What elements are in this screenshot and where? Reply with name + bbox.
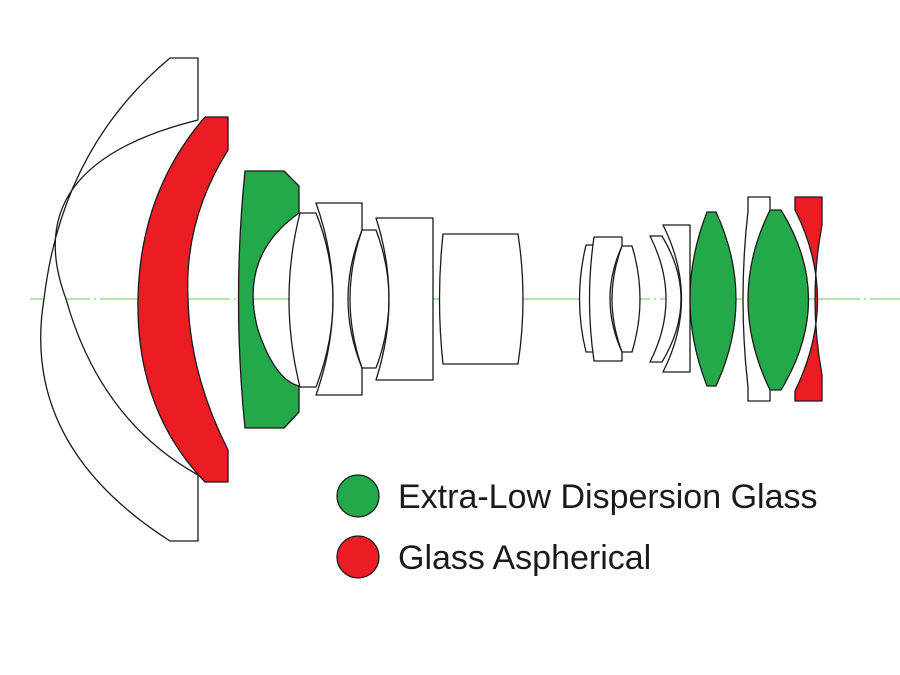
lens-element-4 <box>288 212 334 388</box>
lens-element-12 <box>649 235 682 363</box>
lens-element-17-aspherical <box>794 196 823 402</box>
lens-element-6 <box>349 229 390 369</box>
lens-element-8 <box>438 233 524 365</box>
lens-element-13 <box>662 224 691 373</box>
lens-element-10 <box>588 236 623 362</box>
legend-asph-swatch <box>336 535 380 579</box>
lens-element-11 <box>611 245 641 353</box>
lens-element-7 <box>375 217 434 381</box>
lens-element-14-ed <box>689 211 737 387</box>
lens-element-5 <box>315 202 363 396</box>
lens-element-2-aspherical <box>137 116 229 483</box>
legend-asph-label: Glass Aspherical <box>398 539 651 577</box>
legend-ed-swatch <box>336 474 380 518</box>
lens-element-3-ed <box>237 170 300 429</box>
legend-ed-label: Extra-Low Dispersion Glass <box>398 478 817 516</box>
lens-element-16-ed <box>747 209 810 391</box>
lens-element-1 <box>40 57 199 542</box>
legend: Extra-Low Dispersion Glass Glass Aspheri… <box>336 474 817 579</box>
